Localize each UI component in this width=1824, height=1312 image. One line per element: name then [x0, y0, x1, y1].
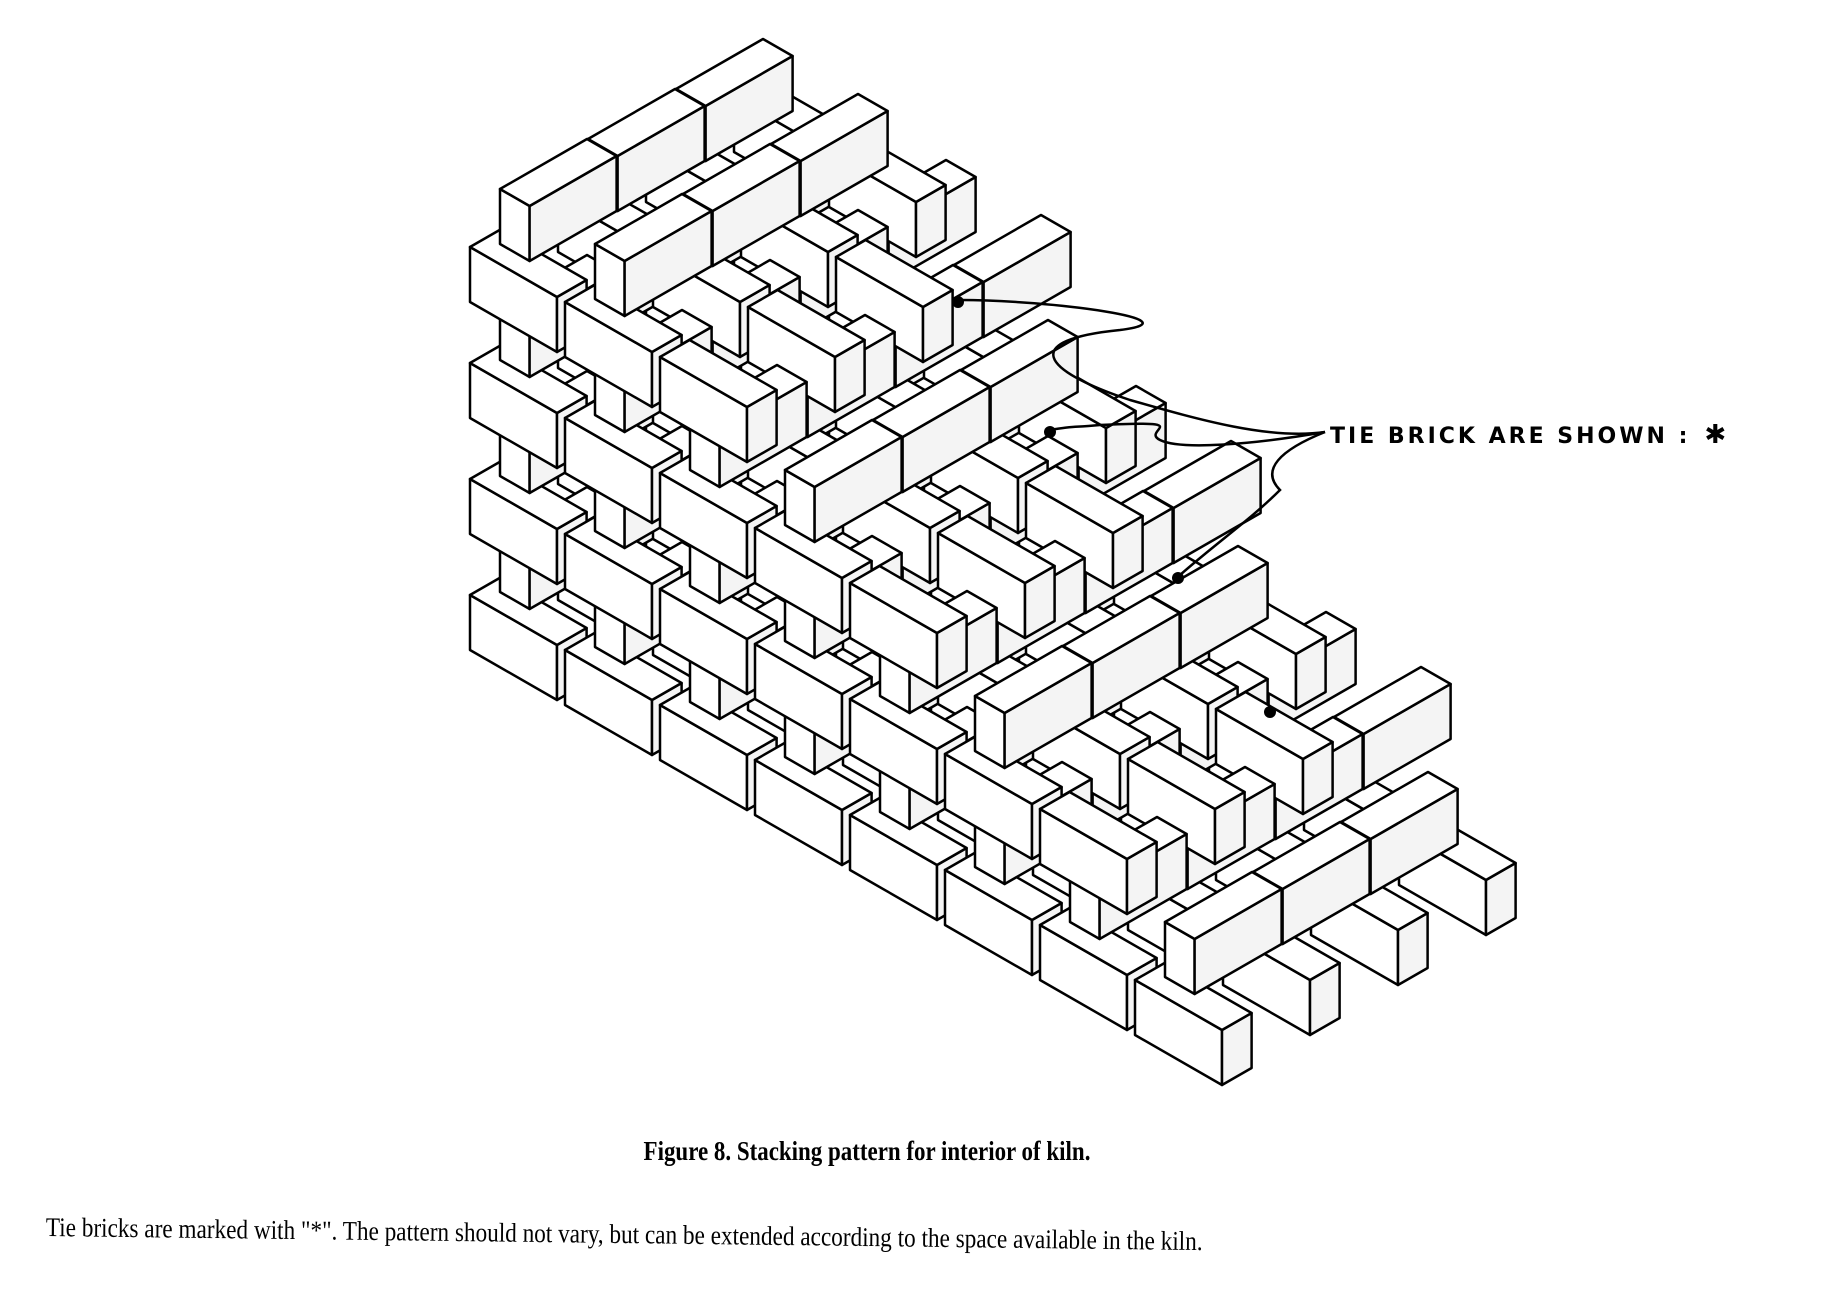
brick — [1214, 690, 1334, 816]
tie-brick-marker — [1044, 426, 1056, 438]
brick-face — [658, 338, 778, 409]
brick — [1024, 464, 1144, 590]
brick-face — [943, 735, 1063, 806]
figure-caption: Figure 8. Stacking pattern for interior … — [643, 1136, 1091, 1166]
brick — [834, 238, 954, 364]
brick — [973, 644, 1093, 770]
annotation-leader-lines — [959, 298, 1326, 576]
tie-brick-marker — [952, 296, 964, 308]
brick — [1038, 790, 1158, 916]
brick-face — [1163, 870, 1283, 941]
brick — [1126, 740, 1246, 866]
brick-face — [1214, 690, 1334, 761]
brick — [1133, 961, 1253, 1087]
brick-pillar — [1133, 870, 1283, 1087]
brick-face — [973, 644, 1093, 715]
brick-face — [658, 570, 778, 641]
brick-face — [1133, 961, 1253, 1032]
brick-face — [468, 460, 588, 531]
tie-brick-marker — [1264, 706, 1276, 718]
brick-face — [563, 515, 683, 586]
brick — [658, 454, 778, 580]
brick-face — [746, 288, 866, 359]
brick-face — [563, 399, 683, 470]
brick — [1163, 870, 1283, 996]
brick — [783, 418, 903, 544]
annotation-label: TIE BRICK ARE SHOWN : — [1330, 424, 1691, 449]
brick-face — [563, 283, 683, 354]
brick-face — [783, 418, 903, 489]
brick-face — [468, 344, 588, 415]
leader-line — [1179, 430, 1326, 576]
brick-face — [1126, 740, 1246, 811]
brick-face — [498, 137, 618, 208]
brick-face — [936, 514, 1056, 585]
brick — [593, 192, 713, 318]
brick-face — [563, 631, 683, 702]
brick-face — [468, 576, 588, 647]
brick-face — [753, 509, 873, 580]
brick-pillar — [1038, 790, 1188, 1032]
brick — [658, 338, 778, 464]
brick — [848, 564, 968, 690]
brick-stacks — [468, 37, 1517, 1087]
brick-face — [593, 192, 713, 263]
leader-line — [1049, 422, 1326, 447]
brick — [498, 137, 618, 263]
leader-line — [959, 298, 1326, 436]
brick-face — [753, 625, 873, 696]
brick-face — [834, 238, 954, 309]
brick-face — [848, 680, 968, 751]
brick-face — [1038, 906, 1158, 977]
brick-face — [468, 228, 588, 299]
brick-face — [658, 686, 778, 757]
brick-face — [1024, 464, 1144, 535]
brick-face — [1038, 790, 1158, 861]
brick-face — [848, 796, 968, 867]
brick-face — [753, 741, 873, 812]
brick-face — [658, 454, 778, 525]
tie-brick-marker-icon: ✱ — [1704, 420, 1730, 450]
brick — [746, 288, 866, 414]
brick-face — [848, 564, 968, 635]
tie-brick-annotation: TIE BRICK ARE SHOWN : ✱ — [1330, 420, 1729, 450]
brick-face — [943, 851, 1063, 922]
